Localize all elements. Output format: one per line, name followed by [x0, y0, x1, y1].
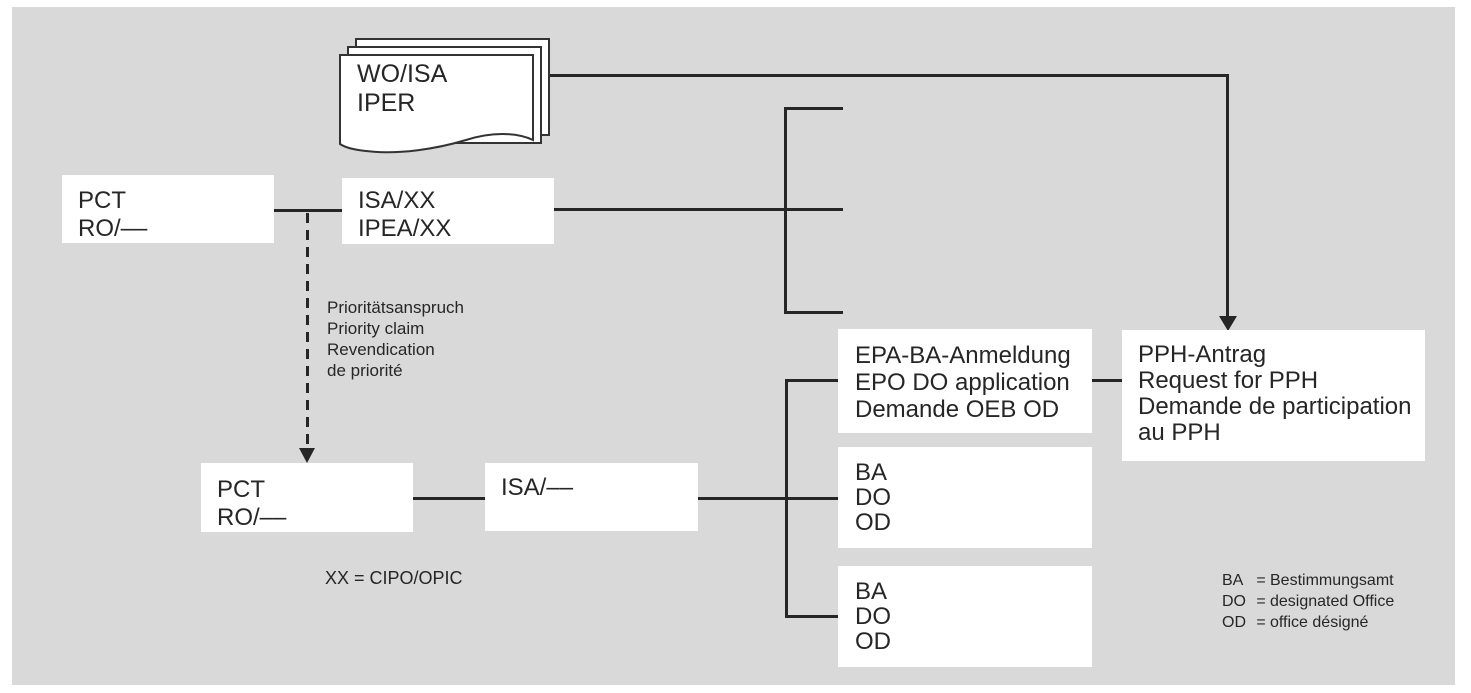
legend-row: BA = Bestimmungsamt [1222, 570, 1394, 591]
box-line: DO [855, 484, 891, 511]
legend-row: DO = designated Office [1222, 591, 1394, 612]
connector-document-to-pph [545, 74, 1229, 77]
arrowhead-into-pct-bottom [299, 448, 315, 463]
legend-abbr: BA [1222, 572, 1244, 589]
bracket1-top-stub [784, 107, 843, 110]
box-ba-do-od-1: BA DO OD [838, 447, 1092, 548]
box-ba-do-od-2: BA DO OD [838, 566, 1092, 667]
document-stack-label: WO/ISA IPER [357, 60, 447, 118]
box-line: PCT [78, 187, 126, 214]
connector-pct-to-isa [274, 209, 342, 212]
box-line: OD [855, 628, 891, 655]
legend-label: Bestimmungsamt [1270, 572, 1394, 589]
abbreviation-legend: BA = Bestimmungsamt DO = designated Offi… [1222, 570, 1394, 633]
document-label-line: IPER [357, 89, 416, 117]
box-line: ISA/–– [501, 474, 574, 501]
box-line: DO [855, 603, 891, 630]
bracket2-bottom-stub [785, 615, 838, 618]
priority-claim-line: Priority claim [327, 319, 425, 338]
legend-abbr: OD [1222, 614, 1246, 631]
box-line: ISA/XX [358, 187, 436, 214]
legend-abbr: DO [1222, 593, 1246, 610]
box-line: PCT [217, 476, 265, 503]
bracket1-vertical [784, 107, 787, 314]
connector-pct2-to-isa2 [413, 497, 485, 500]
box-line: Request for PPH [1138, 367, 1319, 394]
priority-claim-line: de priorité [327, 361, 403, 380]
box-isa-ipea: ISA/XX IPEA/XX [342, 178, 554, 244]
arrowhead-into-pph-box [1219, 316, 1237, 331]
xx-definition-note: XX = CIPO/OPIC [325, 568, 463, 588]
box-isa-dash: ISA/–– [485, 463, 698, 531]
dashed-priority-line [306, 213, 309, 449]
box-line: EPO DO application [855, 369, 1070, 396]
box-line: BA [855, 578, 888, 605]
box-line: OD [855, 509, 891, 536]
box-line: EPA-BA-Anmeldung [855, 342, 1071, 369]
legend-equals: = [1256, 614, 1266, 631]
connector-document-down [1226, 74, 1229, 318]
box-line: IPEA/XX [358, 215, 452, 242]
legend-equals: = [1256, 572, 1266, 589]
legend-label: designated Office [1270, 593, 1395, 610]
box-pct-ro-bottom: PCT RO/–– [201, 463, 413, 532]
legend-equals: = [1256, 593, 1266, 610]
connector-isa2-to-ba1 [698, 497, 838, 500]
connector-epa-to-pph [1092, 379, 1122, 382]
bracket2-vertical [785, 379, 788, 618]
box-line: au PPH [1138, 419, 1221, 446]
document-label-line: WO/ISA [357, 60, 448, 88]
document-stack-icon [339, 38, 550, 154]
legend-label: office désigné [1270, 614, 1369, 631]
priority-claim-line: Prioritätsanspruch [327, 298, 465, 317]
box-line: Demande de participation [1138, 393, 1412, 420]
connector-isa-to-bracket [554, 208, 843, 211]
box-pph-request: PPH-Antrag Request for PPH Demande de pa… [1122, 330, 1425, 461]
bracket1-bottom-stub [784, 311, 843, 314]
bracket2-top-stub [785, 379, 838, 382]
box-line: PPH-Antrag [1138, 341, 1267, 368]
priority-claim-line: Revendication [327, 340, 435, 359]
box-line: RO/–– [78, 215, 148, 242]
box-pct-ro-top: PCT RO/–– [62, 175, 274, 243]
box-line: RO/–– [217, 504, 287, 531]
priority-claim-label: Prioritätsanspruch Priority claim Revend… [327, 297, 464, 381]
box-line: BA [855, 459, 888, 486]
box-epa-application: EPA-BA-Anmeldung EPO DO application Dema… [838, 329, 1092, 433]
legend-row: OD = office désigné [1222, 612, 1394, 633]
box-line: Demande OEB OD [855, 396, 1060, 423]
